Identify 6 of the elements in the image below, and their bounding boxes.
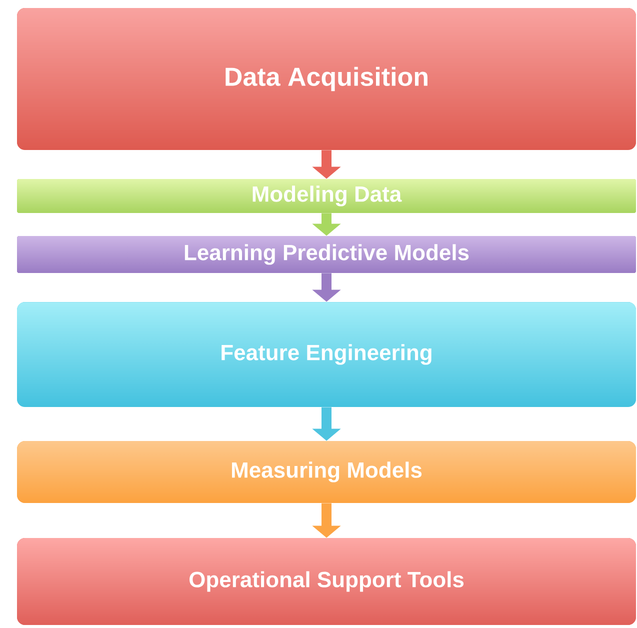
process-band: Learning Predictive Models [17, 236, 636, 273]
process-box: Operational Support Tools [17, 538, 636, 625]
process-box: Data Acquisition [17, 8, 636, 150]
process-box: Feature Engineering [17, 302, 636, 407]
process-band: Modeling Data [17, 179, 636, 213]
process-box: Measuring Models [17, 441, 636, 503]
